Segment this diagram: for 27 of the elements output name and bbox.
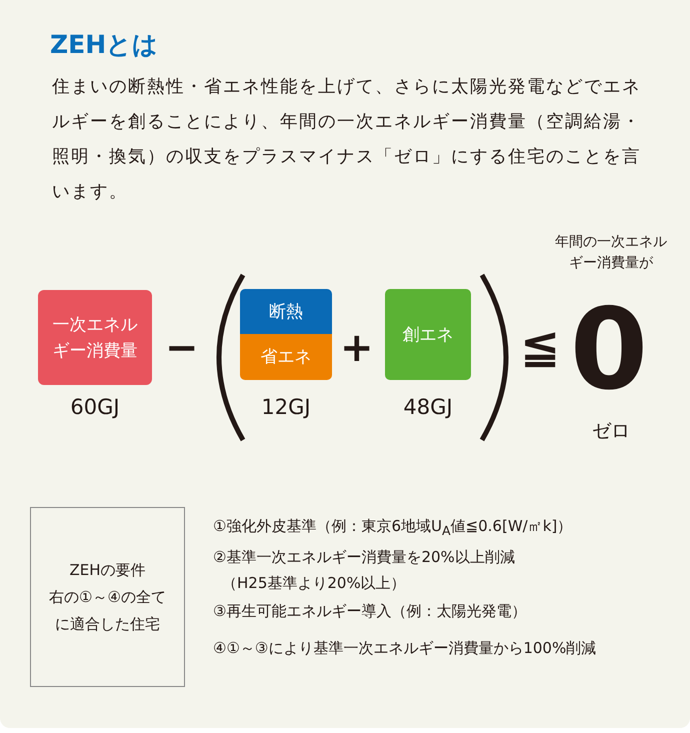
energy-saving-box	[240, 334, 332, 380]
requirement-text: ③再生可能エネルギー導入（例：太陽光発電）	[213, 602, 526, 621]
requirement-text: （H25基準より20%以上）	[222, 574, 406, 593]
energy-value: 60GJ	[69, 395, 121, 419]
zero-number: 0	[570, 290, 648, 410]
note-text: 年間の一次エネルギー消費量が	[555, 233, 667, 273]
box-text: 右の①～④の全てに適合した住宅	[48, 586, 167, 634]
less-equal-sign: ≦	[520, 318, 560, 374]
energy-creation-box	[385, 289, 471, 380]
plus-sign: +	[340, 325, 374, 371]
box-label: 一次エネルギー消費量	[52, 314, 138, 362]
insulation-box	[240, 289, 332, 334]
box-heading: ZEHの要件	[69, 560, 146, 580]
energy-box	[38, 290, 152, 385]
energy-value: 12GJ	[260, 395, 312, 419]
description-text: 住まいの断熱性・省エネ性能を上げて、さらに太陽光発電などでエネルギーを創ることにより、年間の一次エネルギー消費量（空調給湯・照明・換気）の収支をプラスマイナス「ゼロ」にする住宅のことを言います。	[52, 76, 642, 204]
requirement-text: ④①～③により基準一次エネルギー消費量から100%削減	[213, 638, 598, 659]
minus-sign: −	[165, 325, 199, 371]
box-label: 断熱	[269, 300, 303, 324]
box-label: 創エネ	[402, 324, 454, 346]
title: ZEHとは	[50, 29, 158, 61]
requirement-text: ②基準一次エネルギー消費量を20%以上削減	[213, 548, 515, 567]
requirement-text: ①強化外皮基準（例：東京6地域U$_{A}$値≦0.6[W/㎡k]）	[213, 517, 572, 538]
energy-value: 48GJ	[402, 395, 454, 419]
box-label: 省エネ	[260, 346, 312, 369]
zero-reading: ゼロ	[592, 419, 630, 444]
requirements-box	[30, 507, 185, 687]
